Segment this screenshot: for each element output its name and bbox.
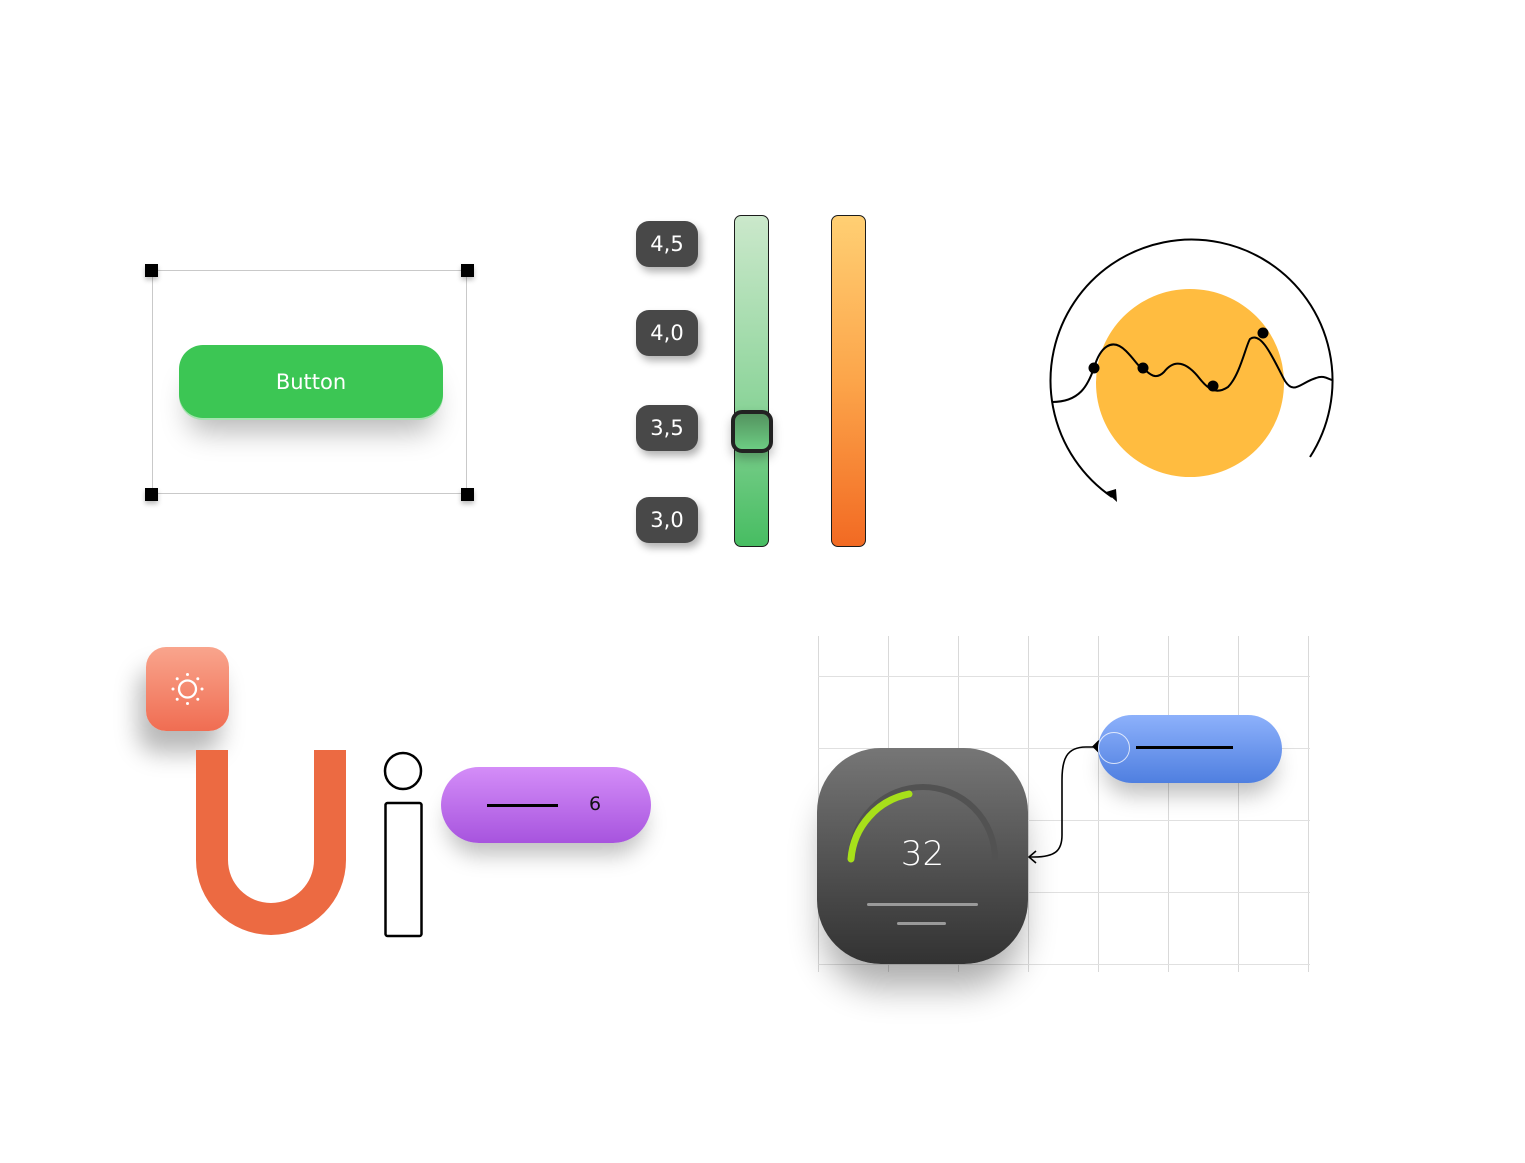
resize-handle-bottom-left[interactable]	[145, 488, 158, 501]
pill-value: 6	[589, 793, 602, 815]
gauge-value: 32	[900, 834, 945, 874]
orange-circle	[1096, 289, 1284, 477]
gauge-label-line	[867, 903, 978, 906]
ui-logo-letters	[196, 750, 423, 938]
grid-line	[1098, 636, 1099, 972]
grid-line	[1168, 636, 1169, 972]
gauge-arc	[847, 784, 998, 863]
grid-line	[818, 964, 1310, 965]
pill-line	[1136, 746, 1233, 749]
connector-arrow-icon	[1027, 850, 1037, 864]
wave-point[interactable]	[1137, 362, 1149, 374]
value-chip-3-0[interactable]: 3,0	[636, 497, 698, 543]
grid-line	[818, 676, 1310, 677]
green-slider-handle[interactable]	[731, 410, 773, 453]
blue-pill-control[interactable]	[1098, 715, 1282, 783]
rotation-arc	[1049, 238, 1334, 498]
arrow-head-icon	[1106, 489, 1117, 502]
value-chip-4-5[interactable]: 4,5	[636, 221, 698, 267]
wave-point[interactable]	[1257, 327, 1269, 339]
gauge-sublabel-line	[897, 922, 946, 925]
orange-slider-track[interactable]	[831, 215, 866, 547]
value-chip-4-0[interactable]: 4,0	[636, 310, 698, 356]
green-slider-track[interactable]	[734, 215, 769, 547]
pill-line	[487, 804, 558, 807]
letter-i-dot	[383, 751, 423, 791]
wave-point[interactable]	[1088, 362, 1100, 374]
grid-line	[1238, 636, 1239, 972]
pill-node[interactable]	[1098, 732, 1130, 764]
grid-line	[818, 820, 1310, 821]
grid-line	[1028, 636, 1029, 972]
grid-line	[818, 892, 1310, 893]
letter-u	[196, 750, 346, 935]
wave-line	[1051, 336, 1333, 403]
resize-handle-top-right[interactable]	[461, 264, 474, 277]
sun-icon	[171, 673, 204, 705]
resize-handle-bottom-right[interactable]	[461, 488, 474, 501]
selection-frame	[152, 270, 467, 494]
grid-line	[1308, 636, 1309, 972]
gauge-tile[interactable]: 32	[817, 748, 1028, 964]
sun-tile-button[interactable]	[146, 647, 229, 731]
grid-line	[818, 748, 1310, 749]
circle-wave-illustration	[1049, 238, 1334, 502]
purple-pill-control[interactable]: 6	[441, 767, 651, 843]
wave-point[interactable]	[1207, 380, 1219, 392]
connector-line	[1027, 740, 1105, 864]
value-chip-3-5[interactable]: 3,5	[636, 405, 698, 451]
letter-i-stem	[384, 801, 423, 938]
green-button[interactable]: Button	[179, 345, 443, 418]
resize-handle-top-left[interactable]	[145, 264, 158, 277]
